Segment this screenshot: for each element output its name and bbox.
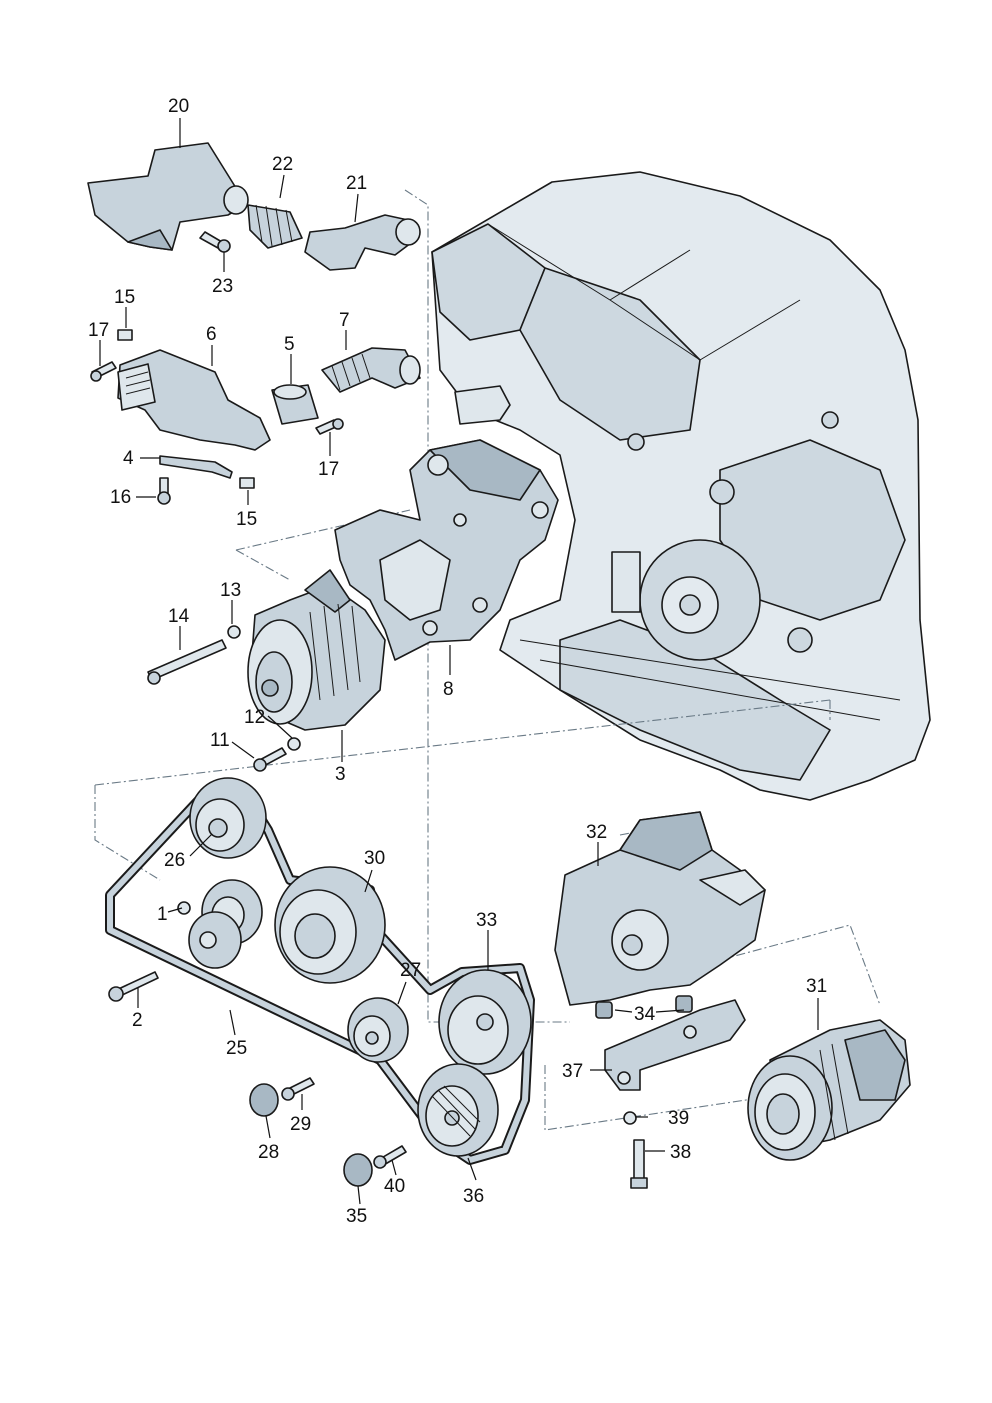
callout-27: 27 <box>400 960 421 981</box>
callout-36: 36 <box>463 1186 484 1207</box>
callout-7: 7 <box>339 310 350 331</box>
pump-32 <box>554 811 766 1189</box>
bracket-8 <box>334 439 559 661</box>
compressor-31 <box>747 1019 911 1161</box>
callout-12: 12 <box>244 707 265 728</box>
callout-5: 5 <box>284 334 295 355</box>
callout-26: 26 <box>164 850 185 871</box>
callout-39: 39 <box>668 1108 689 1129</box>
callout-23: 23 <box>212 276 233 297</box>
alternator-3 <box>147 569 386 772</box>
callout-8: 8 <box>443 679 454 700</box>
callout-38: 38 <box>670 1142 691 1163</box>
callout-11: 11 <box>210 730 230 751</box>
callout-30: 30 <box>364 848 385 869</box>
callout-31: 31 <box>806 976 827 997</box>
callout-40: 40 <box>384 1176 405 1197</box>
belt-drive <box>105 777 535 1187</box>
bracket-4 <box>159 455 233 479</box>
air-intake-ducts <box>87 142 421 505</box>
callout-29: 29 <box>290 1114 311 1135</box>
callout-16: 16 <box>110 487 131 508</box>
callout-3: 3 <box>335 764 346 785</box>
callout-14: 14 <box>168 606 190 627</box>
callout-labels: 20 22 21 23 15 17 6 5 7 17 4 16 15 13 14… <box>88 96 827 1227</box>
callout-28: 28 <box>258 1142 279 1163</box>
callout-4: 4 <box>123 448 134 469</box>
engine-block <box>431 171 931 801</box>
callout-15: 15 <box>236 509 257 530</box>
pipe-21 <box>304 214 416 271</box>
callout-35: 35 <box>346 1206 367 1227</box>
air-guide-6 <box>117 349 271 451</box>
callout-1: 1 <box>157 904 168 925</box>
callout-25: 25 <box>226 1038 247 1059</box>
callout-32: 32 <box>586 822 607 843</box>
callout-22: 22 <box>272 154 293 175</box>
callout-20: 20 <box>168 96 189 117</box>
callout-13: 13 <box>220 580 241 601</box>
callout-21: 21 <box>346 173 367 194</box>
bracket-37 <box>604 999 746 1091</box>
callout-2: 2 <box>132 1010 143 1031</box>
callout-15: 15 <box>114 287 135 308</box>
callout-37: 37 <box>562 1061 583 1082</box>
callout-6: 6 <box>206 324 217 345</box>
callout-17: 17 <box>318 459 339 480</box>
callout-33: 33 <box>476 910 497 931</box>
callout-34: 34 <box>634 1004 656 1025</box>
bellows-22 <box>247 204 303 249</box>
leader-lines <box>99 118 819 1205</box>
air-guide-20 <box>87 142 246 251</box>
callout-17: 17 <box>88 320 109 341</box>
